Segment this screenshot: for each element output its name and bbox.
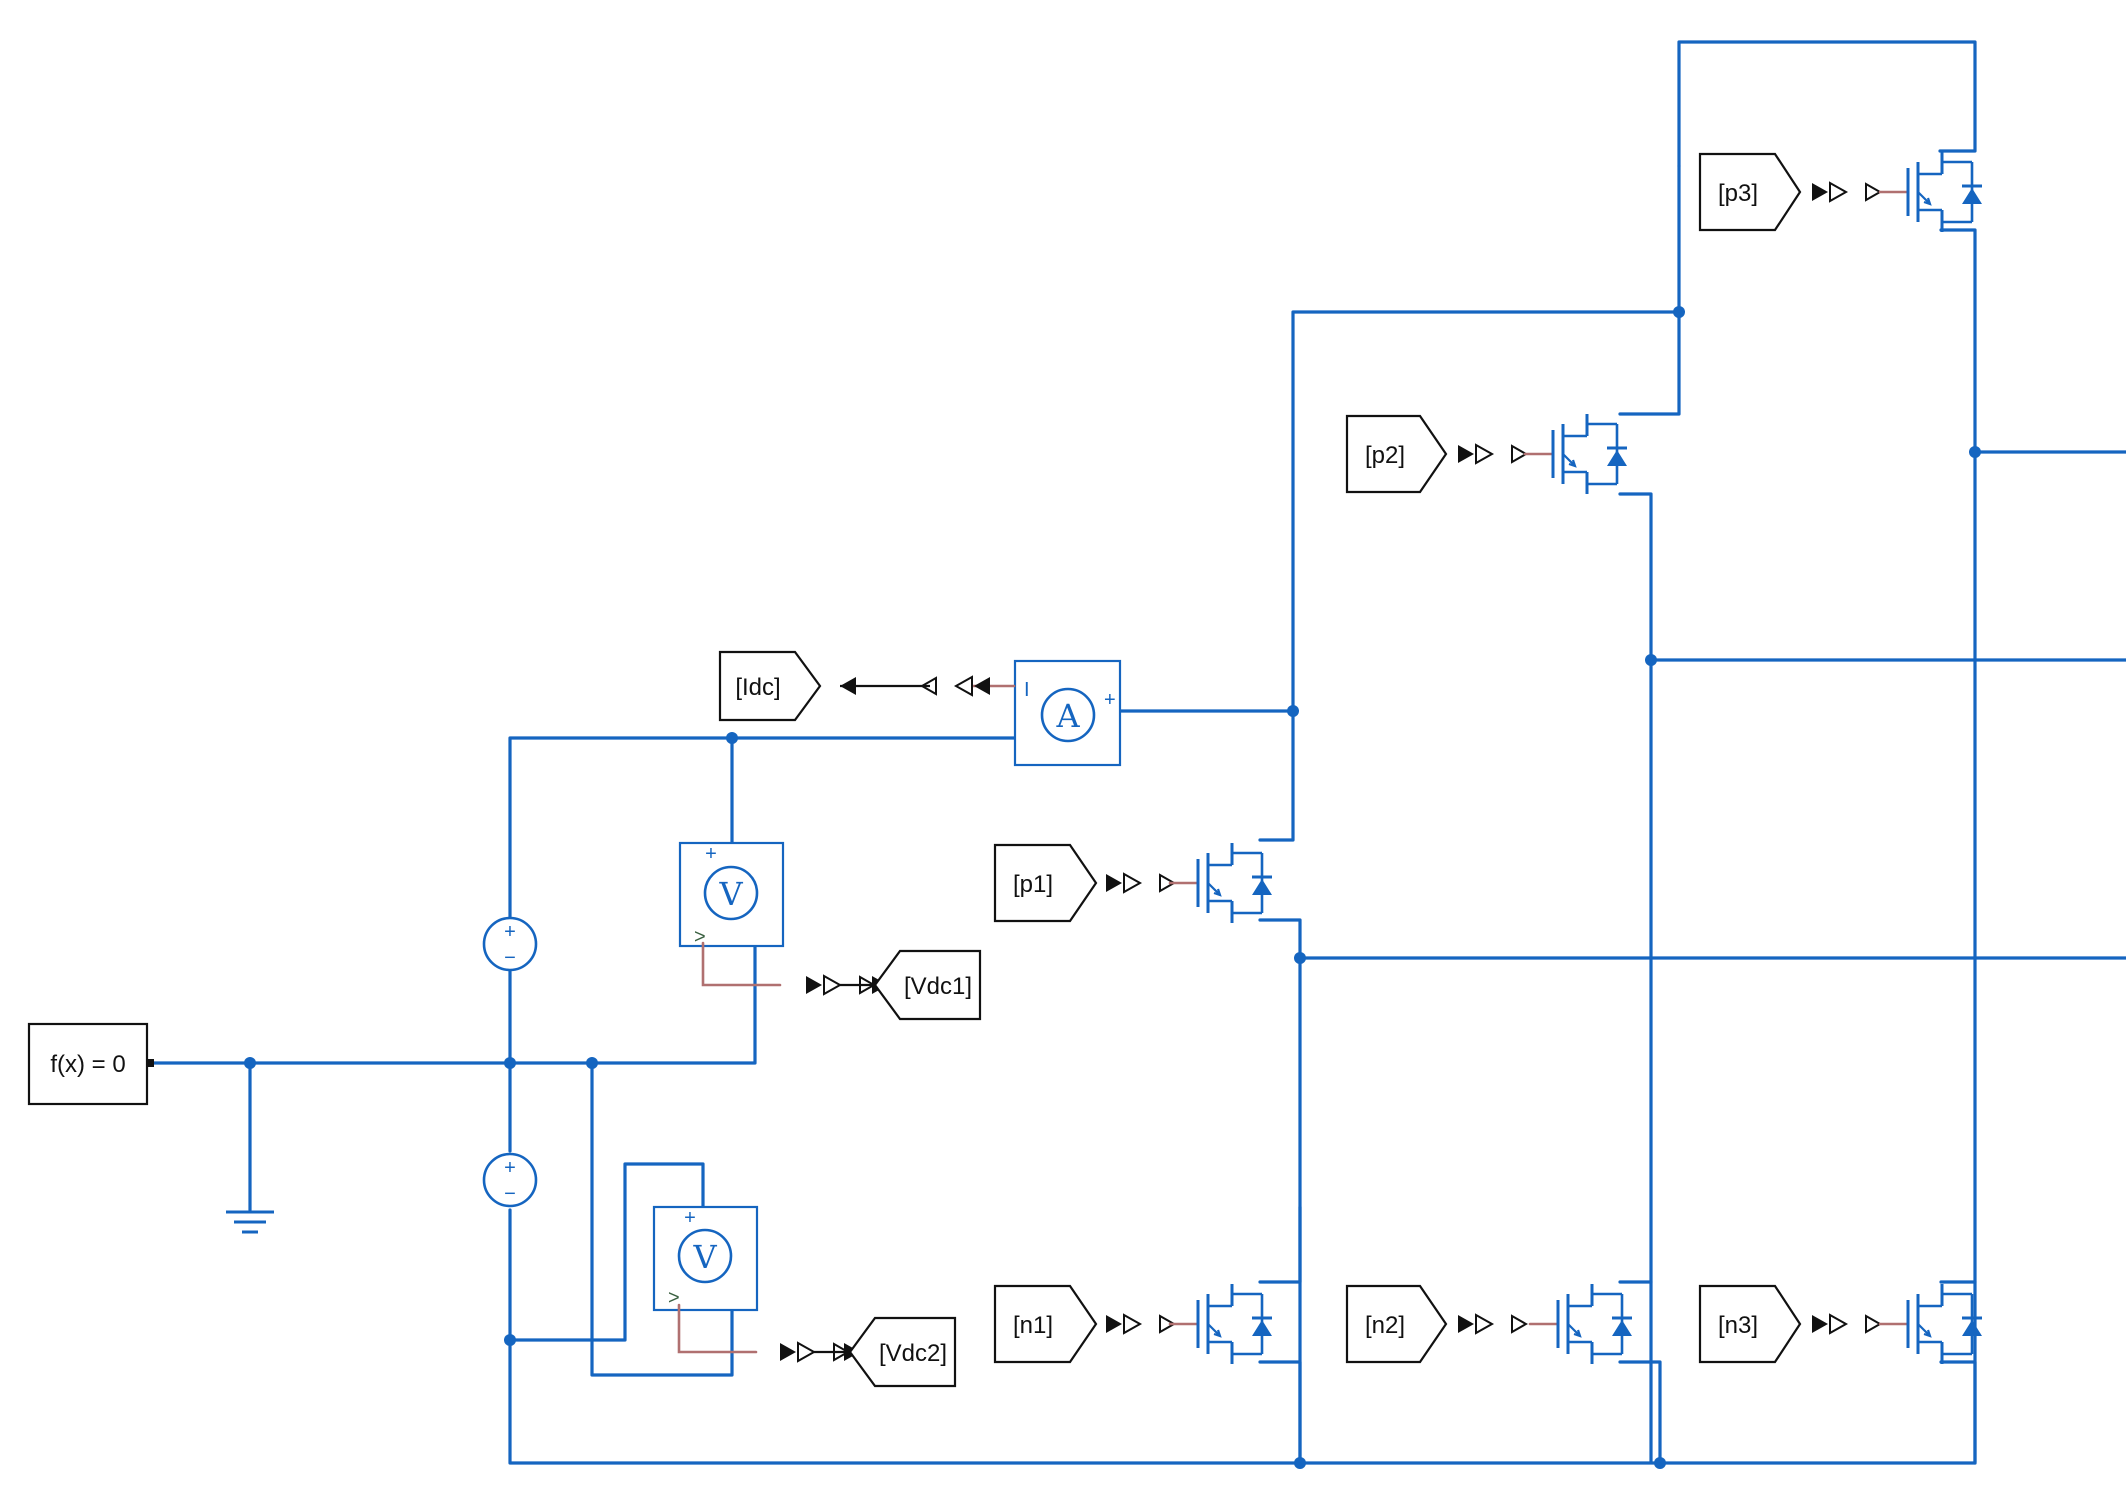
svg-text:[n3]: [n3]: [1718, 1312, 1758, 1339]
solver-config-icon: [27, 1022, 149, 1106]
mosfet-p3[interactable]: [1878, 150, 1984, 234]
goto-tag-icon: [873, 949, 982, 1021]
ammeter-icon: [1040, 687, 1096, 743]
mosfet-with-diode-icon: [1528, 1282, 1634, 1366]
goto-tag-icon: [848, 1316, 957, 1388]
mosfet-with-diode-icon: [1878, 1282, 1984, 1366]
solver-label: f(x) = 0: [50, 1051, 125, 1078]
svg-text:[n2]: [n2]: [1365, 1312, 1405, 1339]
from-tag-p3[interactable]: [p3]: [1698, 152, 1802, 232]
from-tag-n1[interactable]: [n1]: [993, 1284, 1098, 1364]
mosfet-n3[interactable]: [1878, 1282, 1984, 1366]
svg-text:[n1]: [n1]: [1013, 1312, 1053, 1339]
from-tag-icon: [1698, 152, 1802, 232]
goto-tag-vdc2[interactable]: [Vdc2]: [848, 1316, 957, 1388]
voltmeter-icon: [703, 865, 759, 921]
solver-config-block[interactable]: f(x) = 0: [27, 1022, 154, 1106]
mosfet-p2[interactable]: [1523, 412, 1629, 496]
svg-text:[Idc]: [Idc]: [735, 674, 780, 701]
svg-text:[Vdc1]: [Vdc1]: [904, 973, 972, 1000]
from-tag-n2[interactable]: [n2]: [1345, 1284, 1448, 1364]
svg-text:>: >: [694, 926, 706, 948]
voltage-sensor-block-2[interactable]: V + >: [652, 1205, 759, 1312]
voltage-sensor-block-1[interactable]: V + >: [678, 841, 785, 948]
svg-text:V: V: [692, 1238, 717, 1276]
svg-text:+: +: [705, 843, 717, 865]
mosfet-with-diode-icon: [1878, 150, 1984, 234]
goto-tag-vdc1[interactable]: [Vdc1]: [873, 949, 982, 1021]
goto-tag-icon: [718, 650, 822, 722]
from-tag-icon: [1698, 1284, 1802, 1364]
svg-text:[p1]: [p1]: [1013, 871, 1053, 898]
from-tag-icon: [1345, 1284, 1448, 1364]
from-tag-p2[interactable]: [p2]: [1345, 414, 1448, 494]
svg-text:V: V: [718, 875, 743, 913]
from-tag-icon: [993, 843, 1098, 923]
svg-text:>: >: [668, 1287, 680, 1309]
from-tag-p1[interactable]: [p1]: [993, 843, 1098, 923]
dc-voltage-source-icon: [482, 916, 538, 972]
mosfet-with-diode-icon: [1168, 841, 1274, 925]
mosfet-with-diode-icon: [1168, 1282, 1274, 1366]
dc-voltage-source-1[interactable]: [482, 916, 538, 972]
voltmeter-icon: [677, 1228, 733, 1284]
from-tag-icon: [1345, 414, 1448, 494]
mosfet-p1[interactable]: [1168, 841, 1274, 925]
svg-text:[p3]: [p3]: [1718, 180, 1758, 207]
ground-icon: [226, 1210, 274, 1234]
from-tag-icon: [993, 1284, 1098, 1364]
svg-text:[p2]: [p2]: [1365, 442, 1405, 469]
goto-tag-idc[interactable]: [Idc]: [718, 650, 822, 722]
mosfet-with-diode-icon: [1523, 412, 1629, 496]
physical-wires: [148, 40, 2126, 1465]
from-tag-n3[interactable]: [n3]: [1698, 1284, 1802, 1364]
dc-voltage-source-2[interactable]: [482, 1152, 538, 1208]
svg-text:[Vdc2]: [Vdc2]: [879, 1340, 947, 1367]
mosfet-n1[interactable]: [1168, 1282, 1274, 1366]
svg-text:+: +: [684, 1207, 696, 1229]
junction-dots: [244, 306, 1981, 1469]
mosfet-n2[interactable]: [1528, 1282, 1634, 1366]
svg-text:A: A: [1055, 697, 1080, 735]
current-sensor-block[interactable]: A I +: [1013, 659, 1122, 767]
svg-text:I: I: [1024, 679, 1030, 701]
svg-text:+: +: [1104, 689, 1116, 711]
dc-voltage-source-icon: [482, 1152, 538, 1208]
